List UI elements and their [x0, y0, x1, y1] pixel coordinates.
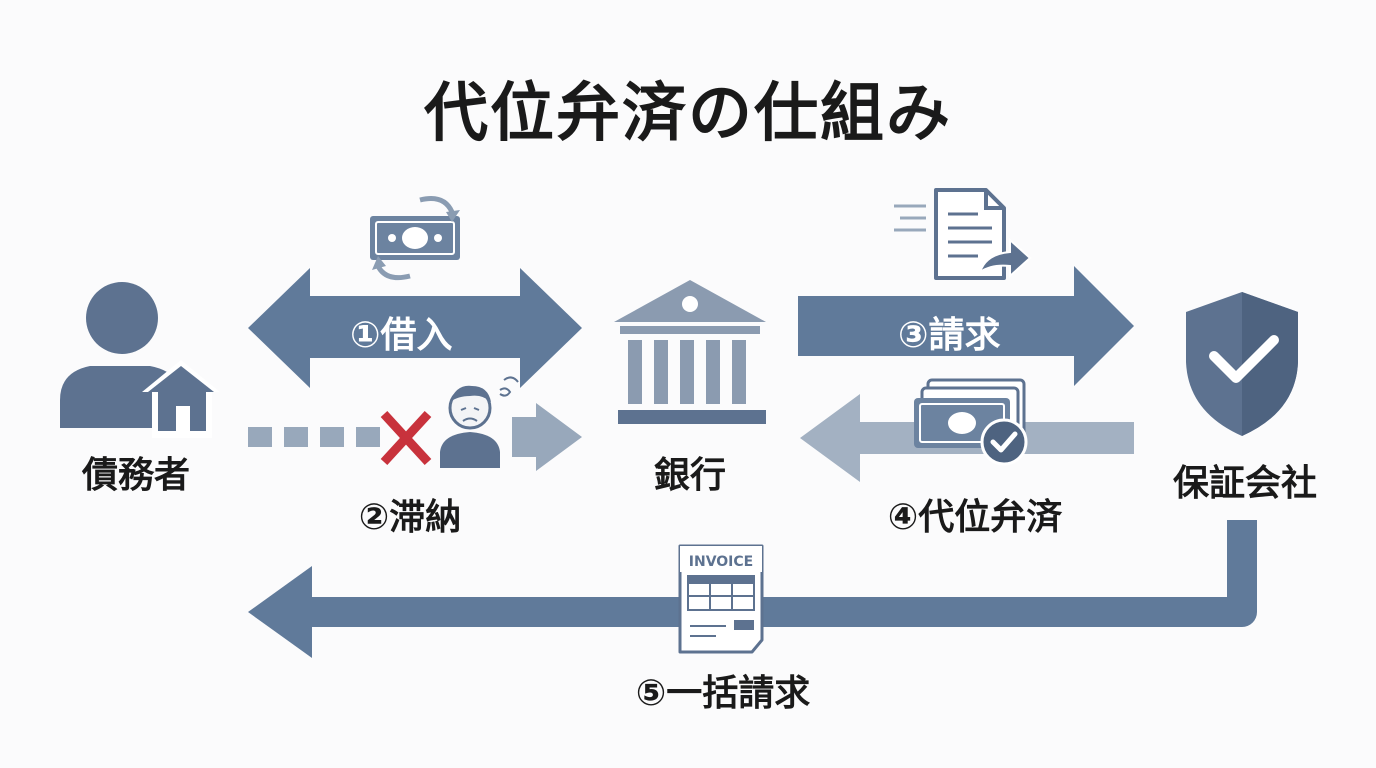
step-4-label: ④代位弁済 [887, 497, 1063, 538]
borrow-double-arrow [248, 268, 582, 388]
money-cycle-icon [370, 196, 460, 281]
house-icon [142, 360, 220, 438]
guarantor-label: 保証会社 [1172, 463, 1317, 504]
delinquency-dashed-arrow [248, 403, 582, 471]
shield-check-icon [1186, 292, 1298, 436]
claim-right-arrow [798, 266, 1134, 386]
diagram-title: 代位弁済の仕組み [424, 77, 952, 151]
worried-person-icon [440, 376, 519, 468]
bank-icon [614, 280, 766, 424]
invoice-icon: INVOICE [678, 544, 764, 654]
debtor-label: 債務者 [81, 455, 190, 496]
step-3-label: ③請求 [898, 315, 1001, 356]
invoice-label: INVOICE [689, 554, 753, 570]
person-icon [60, 282, 182, 428]
money-check-icon [914, 378, 1028, 466]
bank-label: 銀行 [653, 455, 726, 496]
lump-sum-return-arrow [248, 520, 1257, 658]
step-1-label: ①借入 [350, 315, 453, 356]
step-5-label: ⑤一括請求 [635, 673, 811, 714]
step-2-label: ②滞納 [358, 497, 462, 538]
document-send-icon [894, 188, 1032, 280]
cross-icon [380, 410, 432, 466]
